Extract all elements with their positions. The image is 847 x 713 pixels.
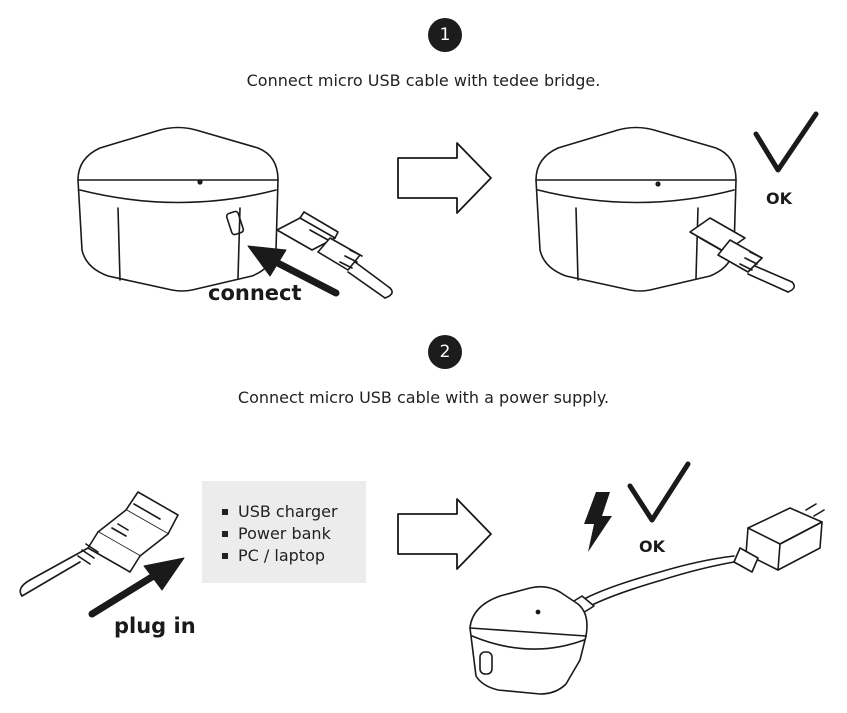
step2-flow-arrow [397,498,492,570]
bridge-device-powered [469,585,588,695]
step2-ok-label: OK [639,537,665,556]
step1-number-badge: 1 [428,18,462,52]
option-usb-charger: USB charger [222,501,366,523]
option-pc-laptop: PC / laptop [222,545,366,567]
step1-flow-arrow [397,142,492,214]
power-supply-options: USB charger Power bank PC / laptop [202,481,366,583]
check-icon-step2 [627,461,691,523]
micro-usb-cable-right [689,217,796,293]
plug-in-arrow [88,557,185,618]
bridge-device-right [535,126,737,292]
connect-arrow [247,245,340,297]
wall-charger [733,503,825,573]
connect-label: connect [208,281,302,305]
step1-instruction: Connect micro USB cable with tedee bridg… [246,71,601,90]
option-power-bank: Power bank [222,523,366,545]
usb-a-cable [19,491,179,597]
step2-number-badge: 2 [428,335,462,369]
step2-instruction: Connect micro USB cable with a power sup… [237,388,610,407]
step1-ok-label: OK [766,189,792,208]
check-icon-step1 [753,111,819,173]
bridge-device-left [77,126,279,292]
power-cable [585,555,735,599]
micro-usb-cable-left [276,211,393,299]
plug-in-label: plug in [114,614,196,638]
lightning-icon [584,492,612,552]
